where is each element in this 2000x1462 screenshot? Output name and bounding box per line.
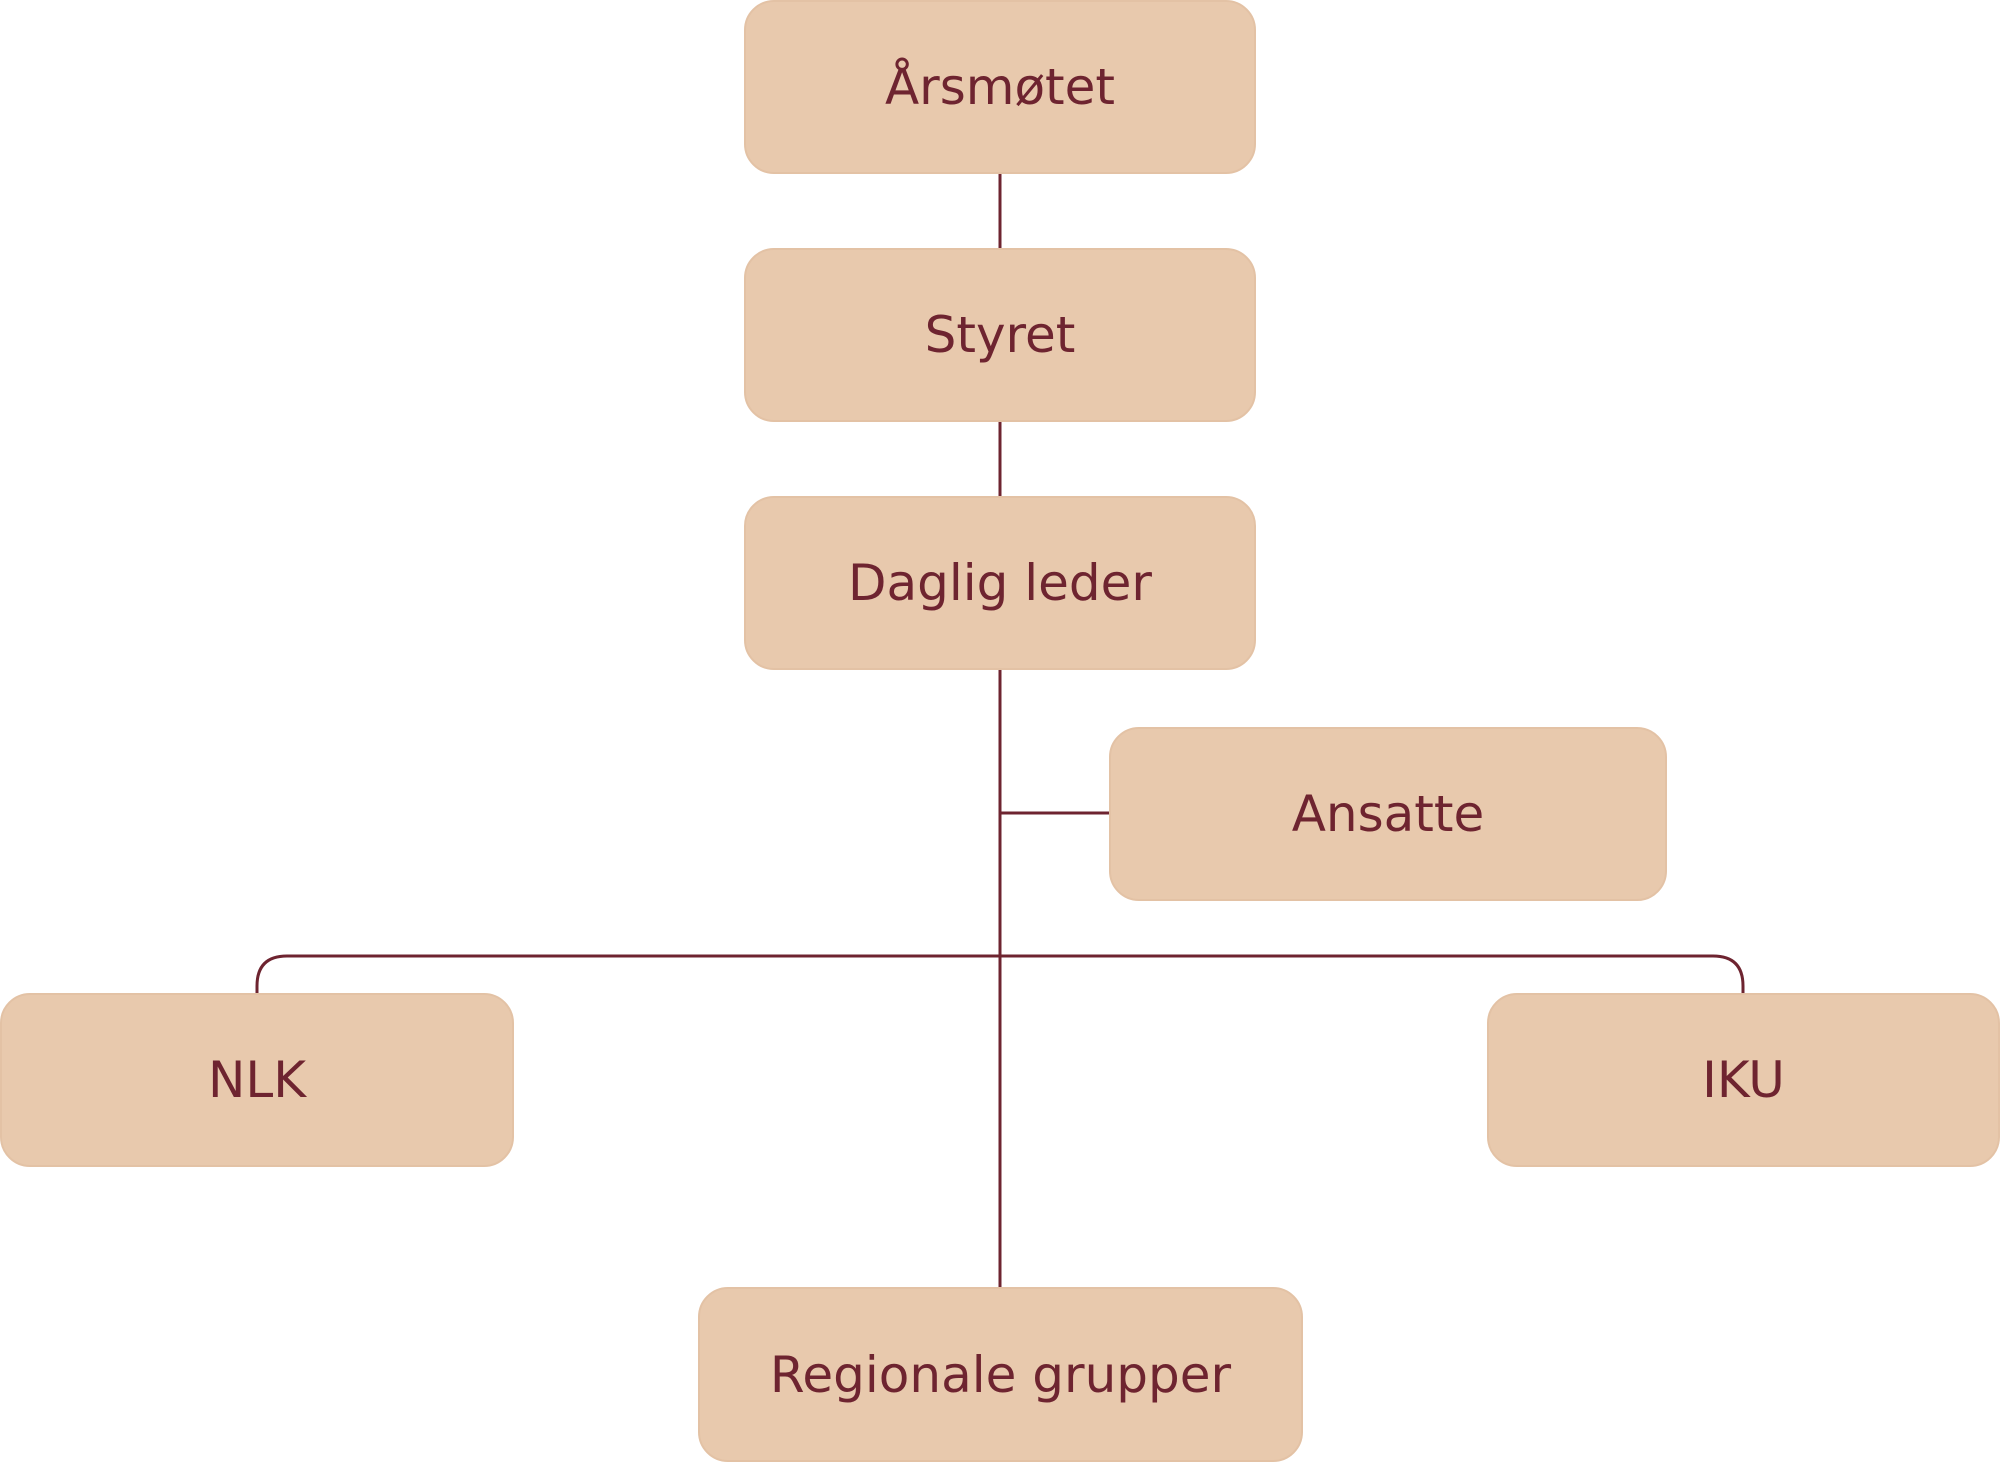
node-ansatte-label: Ansatte: [1291, 785, 1485, 843]
node-iku: IKU: [1487, 993, 2000, 1167]
node-arsmotet: Årsmøtet: [744, 0, 1256, 174]
connector-nlk-iku-branch: [255, 954, 1745, 993]
node-ansatte: Ansatte: [1109, 727, 1667, 901]
node-daglig-leder-label: Daglig leder: [847, 554, 1152, 612]
node-arsmotet-label: Årsmøtet: [884, 58, 1116, 116]
node-styret: Styret: [744, 248, 1256, 422]
node-regionale-grupper-label: Regionale grupper: [769, 1345, 1232, 1404]
node-daglig-leder: Daglig leder: [744, 496, 1256, 670]
node-nlk-label: NLK: [207, 1051, 307, 1109]
node-nlk: NLK: [0, 993, 514, 1167]
node-iku-label: IKU: [1702, 1051, 1785, 1109]
node-regionale-grupper: Regionale grupper: [698, 1287, 1303, 1462]
node-styret-label: Styret: [924, 306, 1076, 364]
